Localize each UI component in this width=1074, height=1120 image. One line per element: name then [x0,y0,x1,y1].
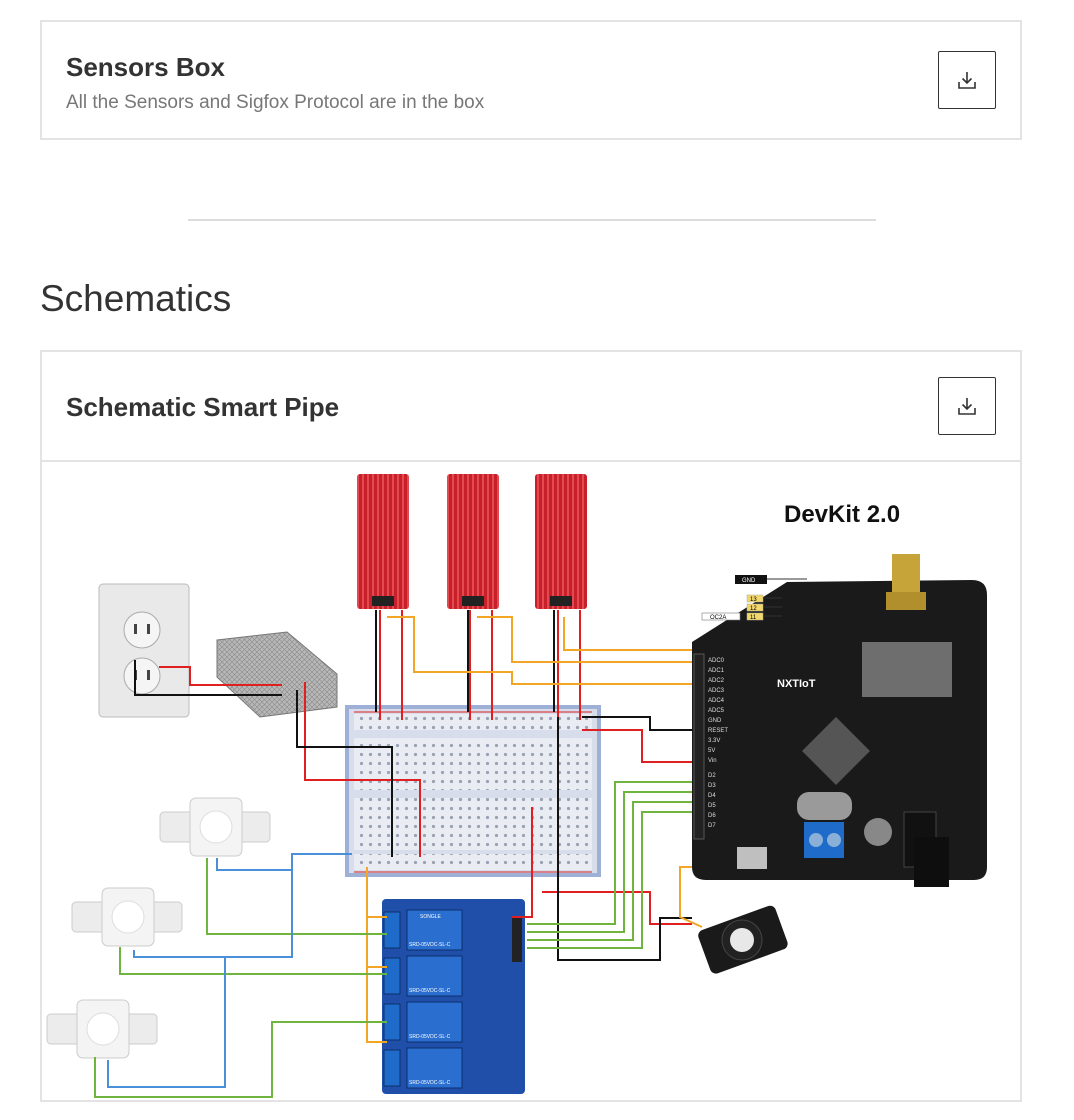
solenoid-valves [46,797,271,1059]
pin-label: D6 [708,813,716,819]
breadboard [345,705,601,877]
solenoid-valve [159,797,271,857]
relay-label: SRD-05VDC-SL-C [409,988,451,994]
tag-13: 13 [750,597,757,603]
download-icon [958,72,976,89]
water-sensor [447,474,499,609]
schematic-card: Schematic Smart Pipe [40,350,1022,1102]
pin-label: 3.3V [708,738,720,744]
power-supply [216,631,338,718]
flow-sensor [698,905,788,974]
solenoid-valve [46,999,158,1059]
wiring [94,610,703,1098]
wall-outlet [98,583,190,718]
pin-label: ADC5 [708,708,725,714]
relay-module: SONGLE SRD-05VDC-SL-C SRD-05VDC-SL-C SRD… [382,899,525,1094]
board-brand: NXTIoT [777,678,816,690]
pin-label: D3 [708,783,716,789]
board-label: DevKit 2.0 [784,501,900,528]
tag-11: 11 [750,615,757,621]
section-title: Schematics [40,278,232,319]
pin-label: ADC4 [708,698,725,704]
pin-labels: ADC0 ADC1 ADC2 ADC3 ADC4 ADC5 GND RESET … [708,658,728,829]
devkit-board: NXTIoT ADC0 ADC1 ADC2 ADC3 ADC4 ADC5 GND… [692,554,987,887]
pin-label: ADC0 [708,658,725,664]
pin-label: RESET [708,728,728,734]
relay-label: SRD-05VDC-SL-C [409,1034,451,1040]
board-header [693,653,705,840]
pin-label: GND [708,718,722,724]
pin-label: D5 [708,803,716,809]
relay-label: SRD-05VDC-SL-C [409,1080,451,1086]
pin-label: 5V [708,748,715,754]
pin-label: ADC3 [708,688,725,694]
attachment-description: All the Sensors and Sigfox Protocol are … [66,92,485,113]
schematic-diagram: DevKit 2.0 NXTIoT [46,474,987,1098]
water-sensor [357,474,409,609]
pin-label: D4 [708,793,716,799]
schematic-title: Schematic Smart Pipe [66,392,340,422]
pin-label: D2 [708,773,716,779]
solenoid-valve [71,887,183,947]
tag-oc2a: OC2A [710,615,726,621]
download-button[interactable] [938,51,996,109]
attachment-card: Sensors Box All the Sensors and Sigfox P… [40,20,1022,140]
water-sensor [535,474,587,609]
tag-gnd: GND [742,578,756,584]
attachment-title: Sensors Box [66,52,225,82]
tag-12: 12 [750,606,757,612]
relay-brand: SONGLE [420,914,442,920]
water-sensors [357,474,587,609]
schematic-image: DevKit 2.0 NXTIoT [42,460,1020,1107]
schematic-download-button[interactable] [938,377,996,435]
section-divider [188,219,876,221]
pin-label: D7 [708,823,716,829]
relay-label: SRD-05VDC-SL-C [409,942,451,948]
pin-label: ADC1 [708,668,725,674]
download-icon [958,398,976,415]
pin-label: ADC2 [708,678,725,684]
pin-label: Vin [708,758,717,764]
